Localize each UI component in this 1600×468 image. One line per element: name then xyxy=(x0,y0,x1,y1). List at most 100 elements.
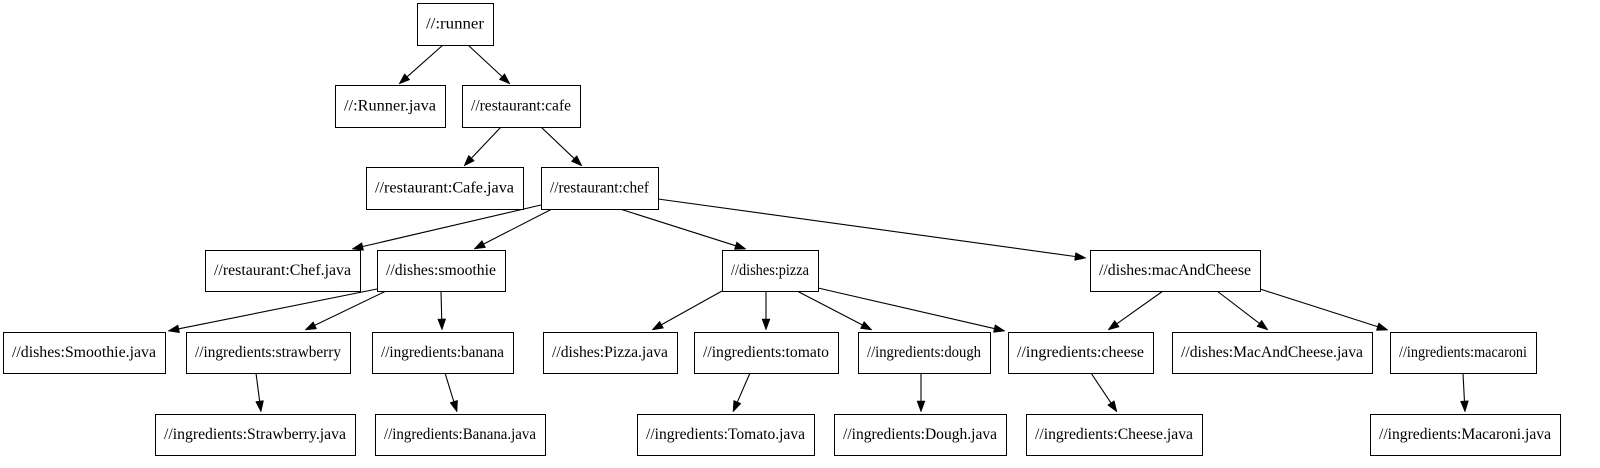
edge-arrowhead-icon xyxy=(1375,322,1389,331)
edge-line xyxy=(444,372,455,402)
node-box[interactable] xyxy=(335,85,446,128)
node-box[interactable] xyxy=(834,414,1007,456)
edge-arrowhead-icon xyxy=(463,154,475,167)
graph-edge xyxy=(1107,290,1164,331)
graph-edge xyxy=(398,44,444,85)
node-label: //restaurant:cafe xyxy=(471,98,571,115)
edge-line xyxy=(1090,372,1112,404)
edge-arrowhead-icon xyxy=(733,241,747,250)
node-label: //dishes:Smoothie.java xyxy=(12,344,156,361)
graph-node-dishes_mac[interactable]: //dishes:macAndCheese xyxy=(1090,250,1261,292)
node-box[interactable] xyxy=(637,414,815,456)
node-box[interactable] xyxy=(377,250,506,292)
node-box[interactable] xyxy=(1090,250,1261,292)
edge-line xyxy=(467,44,503,77)
graph-edge xyxy=(657,198,1087,261)
graph-node-dough_java[interactable]: //ingredients:Dough.java xyxy=(834,414,1007,456)
graph-edge xyxy=(437,290,447,331)
node-box[interactable] xyxy=(543,332,678,374)
node-label: //dishes:macAndCheese xyxy=(1099,262,1251,279)
edge-arrowhead-icon xyxy=(473,239,486,250)
node-box[interactable] xyxy=(541,167,659,210)
node-box[interactable] xyxy=(417,3,494,46)
node-label: //dishes:Pizza.java xyxy=(552,344,668,361)
edge-line xyxy=(817,287,995,330)
node-box[interactable] xyxy=(722,250,819,292)
edge-arrowhead-icon xyxy=(304,321,318,331)
edge-arrowhead-icon xyxy=(255,400,264,413)
graph-node-strawberry[interactable]: //ingredients:strawberry xyxy=(186,332,351,374)
edge-arrowhead-icon xyxy=(916,400,926,413)
node-label: //ingredients:cheese xyxy=(1017,344,1144,361)
graph-edge xyxy=(255,372,264,413)
graph-edge xyxy=(540,126,583,167)
node-box[interactable] xyxy=(3,332,166,374)
edge-arrowhead-icon xyxy=(1460,400,1469,413)
graph-edge xyxy=(467,44,511,85)
graph-node-mac_java[interactable]: //dishes:MacAndCheese.java xyxy=(1172,332,1373,374)
graph-node-cafe_java[interactable]: //restaurant:Cafe.java xyxy=(366,167,524,210)
node-box[interactable] xyxy=(375,414,546,456)
edge-arrowhead-icon xyxy=(398,73,411,85)
node-label: //ingredients:strawberry xyxy=(195,344,341,361)
graph-edge xyxy=(473,208,553,250)
graph-node-tomato[interactable]: //ingredients:tomato xyxy=(694,332,839,374)
edge-line xyxy=(1116,290,1164,325)
edge-line xyxy=(483,208,553,245)
node-label: //ingredients:Tomato.java xyxy=(646,426,805,443)
graph-node-macaroni_java[interactable]: //ingredients:Macaroni.java xyxy=(1370,414,1561,456)
graph-node-dishes_pizza[interactable]: //dishes:pizza xyxy=(722,250,819,292)
edge-line xyxy=(1259,288,1378,328)
graph-node-strawberry_java[interactable]: //ingredients:Strawberry.java xyxy=(155,414,356,456)
node-box[interactable] xyxy=(858,332,991,374)
edge-arrowhead-icon xyxy=(860,320,873,331)
graph-edge xyxy=(817,287,1006,333)
edge-line xyxy=(796,290,863,326)
node-box[interactable] xyxy=(155,414,356,456)
edge-arrowhead-icon xyxy=(437,318,447,331)
node-box[interactable] xyxy=(694,332,839,374)
node-box[interactable] xyxy=(1390,332,1537,374)
node-box[interactable] xyxy=(205,250,361,292)
graph-edge xyxy=(351,204,542,251)
graph-node-cheese_java[interactable]: //ingredients:Cheese.java xyxy=(1026,414,1203,456)
node-box[interactable] xyxy=(366,167,524,210)
graph-node-smoothie_java[interactable]: //dishes:Smoothie.java xyxy=(3,332,166,374)
edge-arrowhead-icon xyxy=(1074,252,1087,261)
edge-line xyxy=(657,198,1076,258)
node-layer: //:runner //:Runner.java //restaurant:cafe… xyxy=(3,3,1561,456)
edge-arrowhead-icon xyxy=(761,318,771,331)
node-label: //dishes:pizza xyxy=(731,262,809,279)
node-label: //ingredients:banana xyxy=(381,344,504,361)
graph-node-restaurant_cafe[interactable]: //restaurant:cafe xyxy=(462,85,581,128)
graph-node-dishes_smoothie[interactable]: //dishes:smoothie xyxy=(377,250,506,292)
graph-node-runner[interactable]: //:runner xyxy=(417,3,494,46)
node-label: //dishes:MacAndCheese.java xyxy=(1181,344,1363,361)
graph-node-chef_java[interactable]: //restaurant:Chef.java xyxy=(205,250,361,292)
node-label: //:Runner.java xyxy=(344,98,436,115)
node-box[interactable] xyxy=(1026,414,1203,456)
graph-node-restaurant_chef[interactable]: //restaurant:chef xyxy=(541,167,659,210)
node-label: //:runner xyxy=(426,16,485,33)
node-label: //ingredients:Cheese.java xyxy=(1035,426,1193,443)
graph-edge xyxy=(1259,288,1389,331)
edge-line xyxy=(314,290,387,326)
graph-node-banana_java[interactable]: //ingredients:Banana.java xyxy=(375,414,546,456)
node-box[interactable] xyxy=(372,332,514,374)
graph-node-runner_java[interactable]: //:Runner.java xyxy=(335,85,446,128)
graph-node-dough[interactable]: //ingredients:dough xyxy=(858,332,991,374)
graph-node-pizza_java[interactable]: //dishes:Pizza.java xyxy=(543,332,678,374)
graph-node-banana[interactable]: //ingredients:banana xyxy=(372,332,514,374)
node-box[interactable] xyxy=(462,85,581,128)
node-box[interactable] xyxy=(1370,414,1561,456)
node-box[interactable] xyxy=(1172,332,1373,374)
graph-node-macaroni[interactable]: //ingredients:macaroni xyxy=(1390,332,1537,374)
node-box[interactable] xyxy=(186,332,351,374)
graph-node-cheese[interactable]: //ingredients:cheese xyxy=(1008,332,1154,374)
node-box[interactable] xyxy=(1008,332,1154,374)
edge-arrowhead-icon xyxy=(167,324,180,334)
node-label: //ingredients:tomato xyxy=(703,344,829,361)
edge-arrowhead-icon xyxy=(351,242,364,251)
graph-node-tomato_java[interactable]: //ingredients:Tomato.java xyxy=(637,414,815,456)
